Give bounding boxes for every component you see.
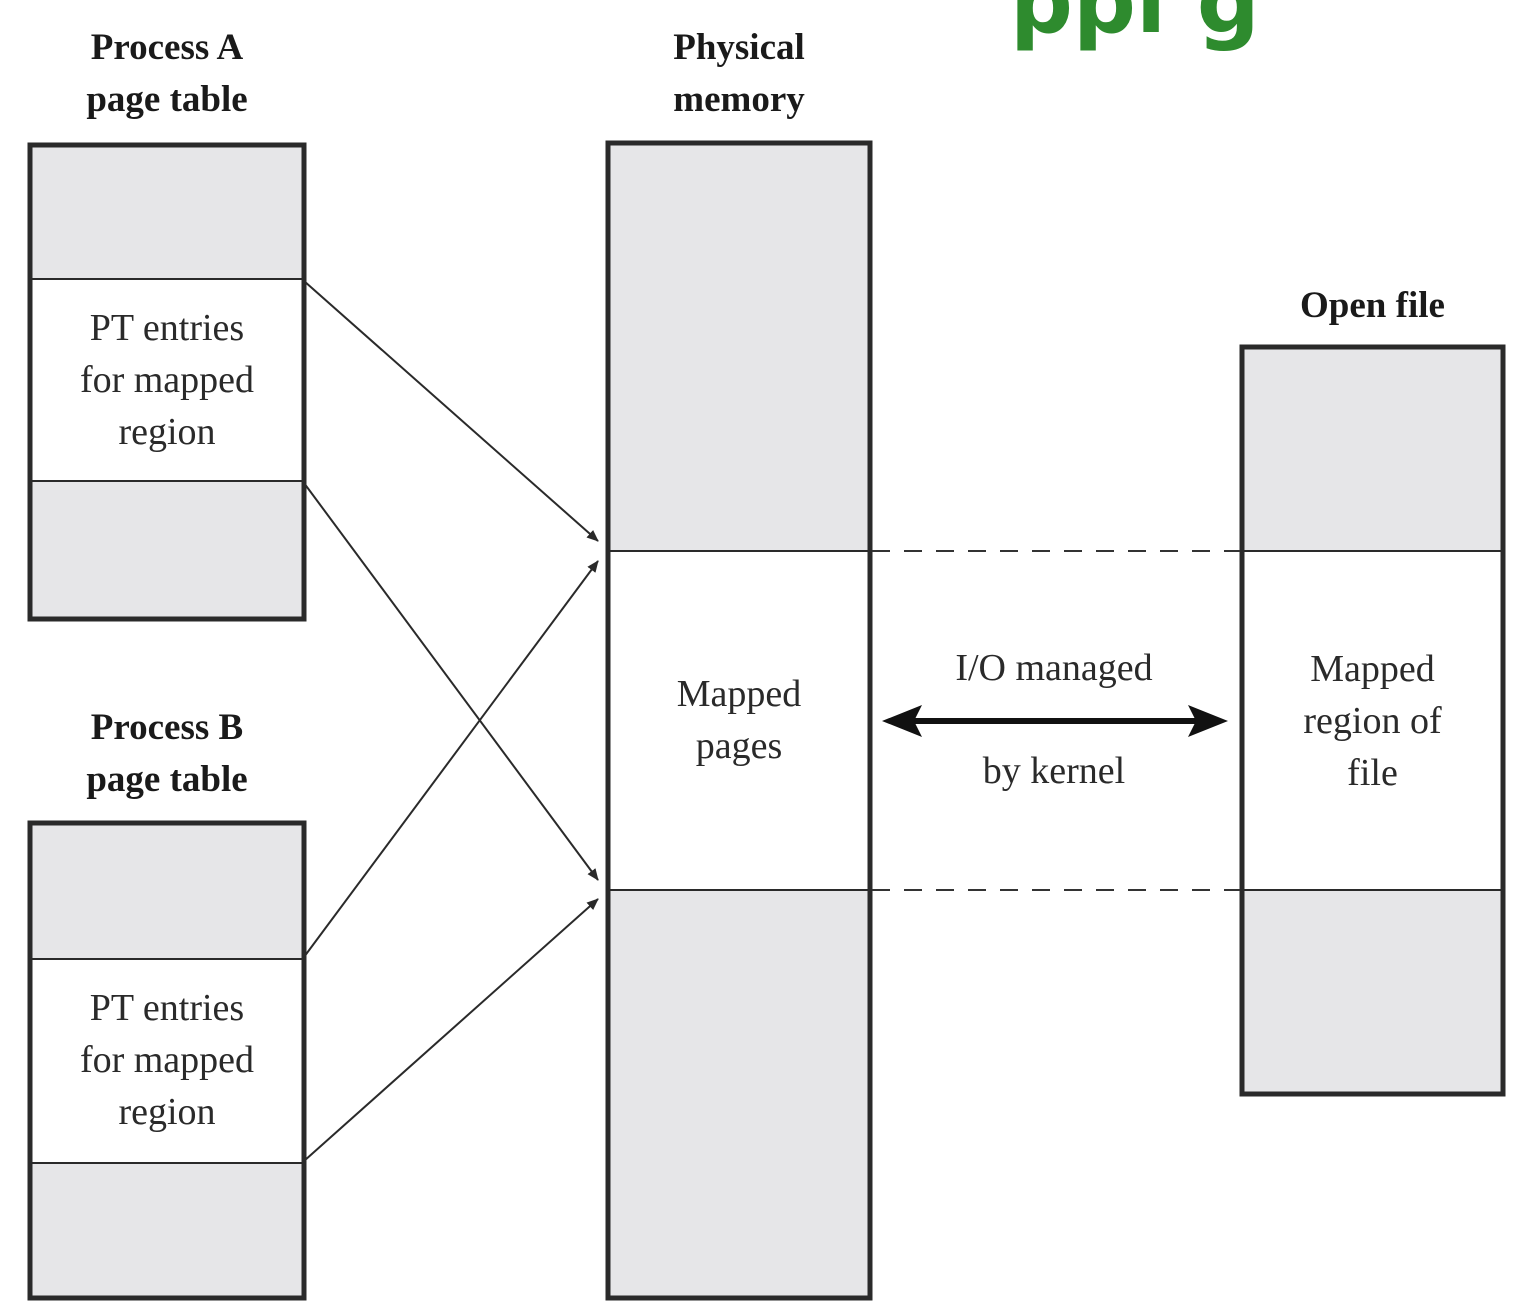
open-file-mapped-section — [1242, 551, 1503, 890]
physical-memory-heading-line2: memory — [673, 79, 805, 120]
open-file-heading: Open file — [1242, 280, 1503, 332]
open-file-top-section — [1242, 347, 1503, 551]
physical-memory-mapped-label-line1: Mapped — [676, 673, 802, 715]
process-b-heading: Process B page table — [30, 702, 304, 806]
process-b-heading-line2: page table — [86, 759, 248, 800]
io-double-arrow — [882, 705, 1228, 737]
open-file-mapped-label-line2: region of — [1303, 700, 1442, 742]
process-a-heading-line1: Process A — [90, 27, 244, 68]
physical-memory-bottom-section — [608, 890, 870, 1298]
physical-memory-mapped-label-line2: pages — [695, 725, 783, 767]
open-file-mapped-label-line3: file — [1347, 752, 1398, 794]
process-b-mapped-label-line1: PT entries — [89, 987, 245, 1029]
process-b-top-section — [30, 823, 304, 959]
physical-memory-mapped-label: Mapped pages — [608, 668, 870, 772]
physical-memory-heading-line1: Physical — [673, 27, 805, 68]
arrow-a-bottom-to-memory — [303, 482, 599, 881]
process-a-mapped-label-line2: for mapped — [79, 359, 255, 401]
process-a-heading: Process A page table — [30, 22, 304, 126]
slide-title-fragment: ppi g — [1010, 0, 1260, 53]
open-file-border — [1239, 344, 1506, 1097]
open-file-mapped-label: Mapped region of file — [1242, 643, 1503, 799]
process-b-mapped-label-line3: region — [118, 1091, 216, 1133]
physical-memory-border — [605, 140, 873, 1301]
process-a-page-table — [27, 142, 307, 622]
process-a-top-section — [30, 145, 304, 279]
io-label-top: I/O managed — [955, 647, 1153, 689]
arrow-a-top-to-memory — [303, 280, 599, 542]
process-b-bottom-section — [30, 1163, 304, 1298]
process-a-mapped-label-line3: region — [118, 411, 216, 453]
process-b-heading-line1: Process B — [90, 707, 244, 748]
process-b-page-table — [27, 820, 307, 1301]
process-a-mapped-section — [30, 279, 304, 481]
io-label-bottom: by kernel — [982, 750, 1126, 792]
physical-memory-top-section — [608, 143, 870, 551]
process-b-mapped-label: PT entries for mapped region — [30, 982, 304, 1138]
arrow-b-bottom-to-memory — [303, 898, 599, 1162]
process-a-mapped-label-line1: PT entries — [89, 307, 245, 349]
process-b-mapped-section — [30, 959, 304, 1163]
process-a-heading-line2: page table — [86, 79, 248, 120]
process-a-mapped-label: PT entries for mapped region — [30, 302, 304, 458]
open-file-heading-text: Open file — [1300, 285, 1445, 326]
physical-memory-heading: Physical memory — [608, 22, 870, 126]
process-a-border — [27, 142, 307, 622]
open-file-column — [1239, 344, 1506, 1097]
process-b-border — [27, 820, 307, 1301]
process-a-bottom-section — [30, 481, 304, 619]
open-file-bottom-section — [1242, 890, 1503, 1094]
arrow-b-top-to-memory — [303, 560, 599, 958]
open-file-mapped-label-line1: Mapped — [1310, 648, 1435, 690]
physical-memory-mapped-section — [608, 551, 870, 890]
physical-memory-column — [605, 140, 873, 1301]
process-b-mapped-label-line2: for mapped — [79, 1039, 255, 1081]
